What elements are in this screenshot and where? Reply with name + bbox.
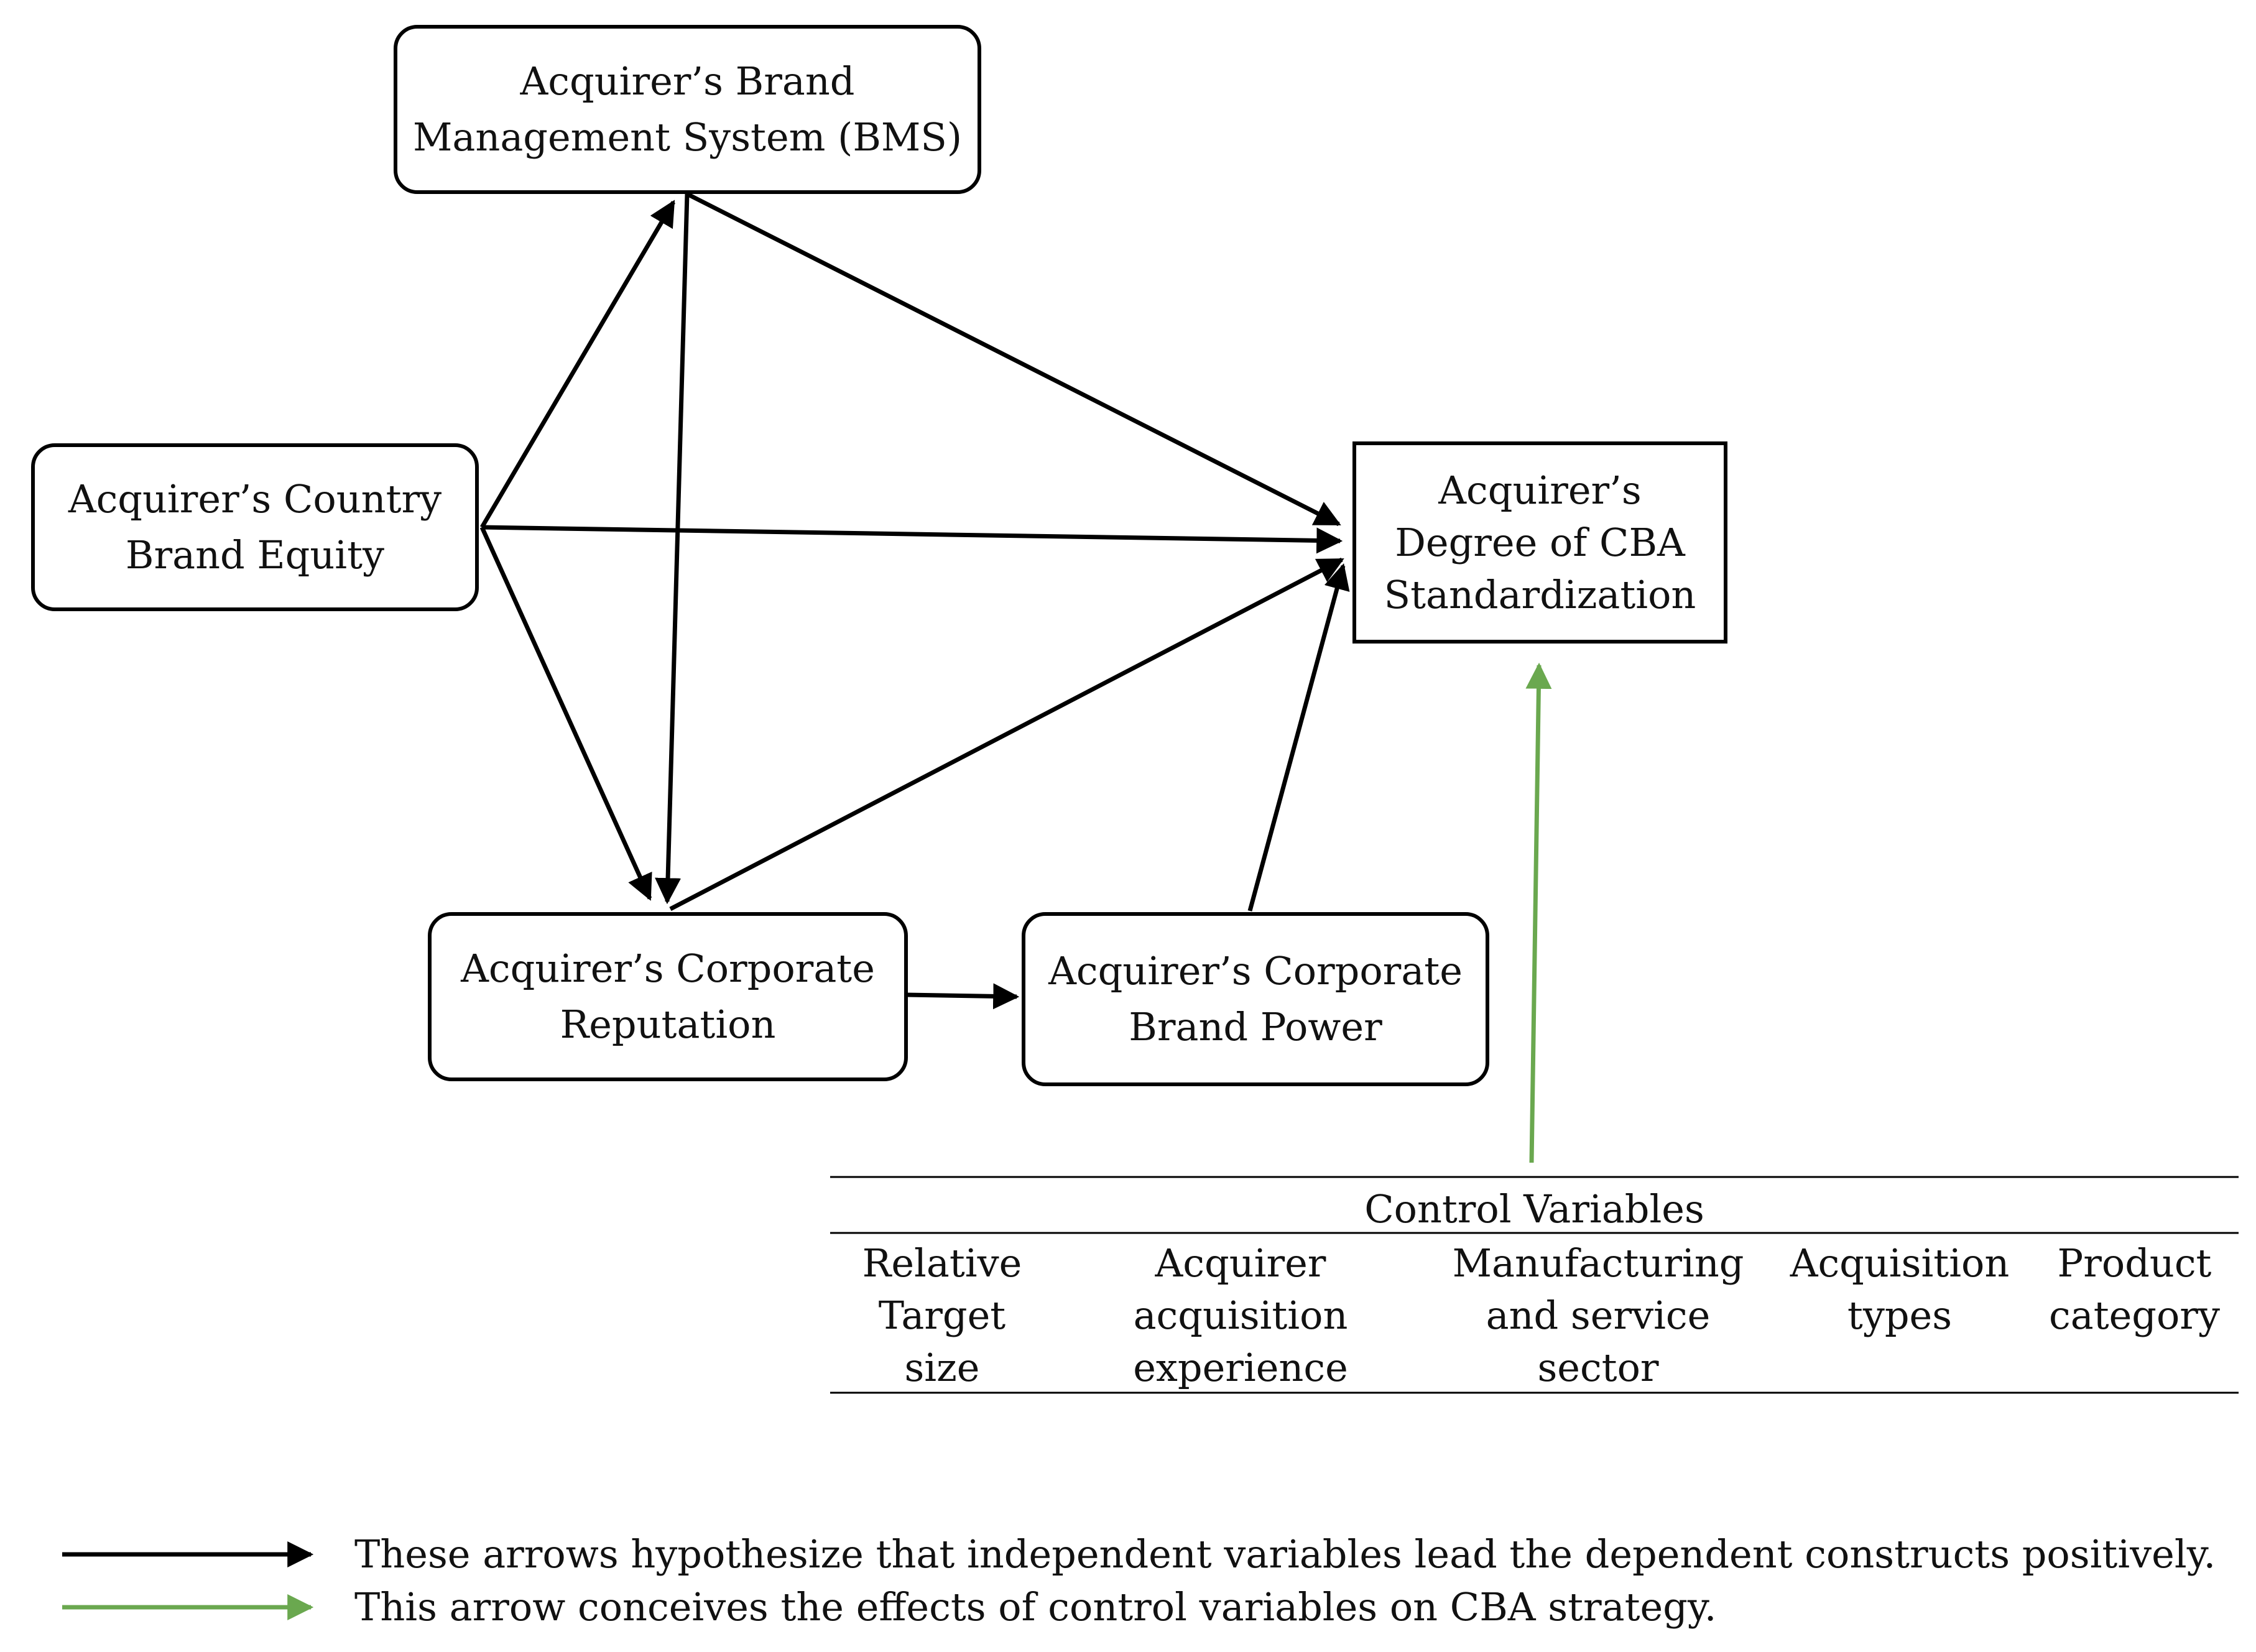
arrow-brandpower-to-cba: [1247, 563, 1350, 911]
node-reputation-line-2: Reputation: [560, 1002, 776, 1047]
control-variable-acquisition-types: Acquisition types: [1775, 1237, 2024, 1342]
arrow-country-to-reputation: [479, 526, 652, 901]
arrow-bms-to-cba: [686, 192, 1341, 527]
arrow-country-to-bms: [479, 200, 676, 528]
node-reputation-line-1: Acquirer’s Corporate: [461, 946, 875, 991]
arrow-country-to-cba: [481, 525, 1343, 554]
control-variable-sector: Manufacturing and service sector: [1430, 1237, 1766, 1394]
control-variable-product-category: Product category: [2030, 1237, 2239, 1342]
cv-line: experience: [1133, 1345, 1348, 1390]
node-bms-line-2: Management System (BMS): [412, 114, 963, 160]
arrow-controls-to-cba: [1525, 662, 1552, 1163]
control-variables-title: Control Variables: [1364, 1186, 1704, 1232]
node-cba-line-1: Acquirer’s: [1438, 467, 1642, 513]
node-brand-power-line-1: Acquirer’s Corporate: [1048, 948, 1463, 994]
cv-line: Product: [2057, 1240, 2212, 1286]
control-variable-acquisition-experience: Acquirer acquisition experience: [1091, 1237, 1390, 1394]
cv-line: Relative: [862, 1240, 1022, 1286]
control-variable-relative-target-size: Relative Target size: [830, 1237, 1054, 1394]
arrow-reputation-to-cba: [669, 557, 1344, 911]
node-country-brand-equity: Acquirer’s Country Brand Equity: [31, 443, 479, 611]
node-cba-line-2: Degree of CBA: [1395, 519, 1685, 565]
cv-line: acquisition: [1133, 1293, 1348, 1338]
node-brand-power-line-2: Brand Power: [1129, 1004, 1382, 1050]
node-country-line-2: Brand Equity: [125, 532, 385, 578]
legend-black-text: These arrows hypothesize that independen…: [354, 1531, 2216, 1577]
cv-line: category: [2049, 1293, 2220, 1338]
node-cba-line-3: Standardization: [1384, 571, 1696, 617]
cv-line: size: [904, 1345, 980, 1390]
cv-line: Acquirer: [1155, 1240, 1326, 1286]
legend-green-text: This arrow conceives the effects of cont…: [354, 1584, 1717, 1630]
cv-line: Acquisition: [1790, 1240, 2010, 1286]
node-country-line-1: Acquirer’s Country: [68, 476, 442, 522]
node-brand-management-system: Acquirer’s Brand Management System (BMS): [394, 25, 981, 194]
arrow-reputation-to-brandpower: [905, 983, 1020, 1010]
cv-line: types: [1847, 1293, 1953, 1338]
node-bms-line-1: Acquirer’s Brand: [520, 58, 855, 104]
arrow-bms-to-reputation: [655, 193, 690, 905]
cv-line: and service: [1486, 1293, 1711, 1338]
cv-line: sector: [1537, 1345, 1659, 1390]
node-corporate-brand-power: Acquirer’s Corporate Brand Power: [1022, 912, 1489, 1086]
node-corporate-reputation: Acquirer’s Corporate Reputation: [428, 912, 908, 1081]
cv-line: Target: [878, 1293, 1006, 1338]
cv-line: Manufacturing: [1452, 1240, 1744, 1286]
node-cba-standardization: Acquirer’s Degree of CBA Standardization: [1352, 441, 1727, 644]
